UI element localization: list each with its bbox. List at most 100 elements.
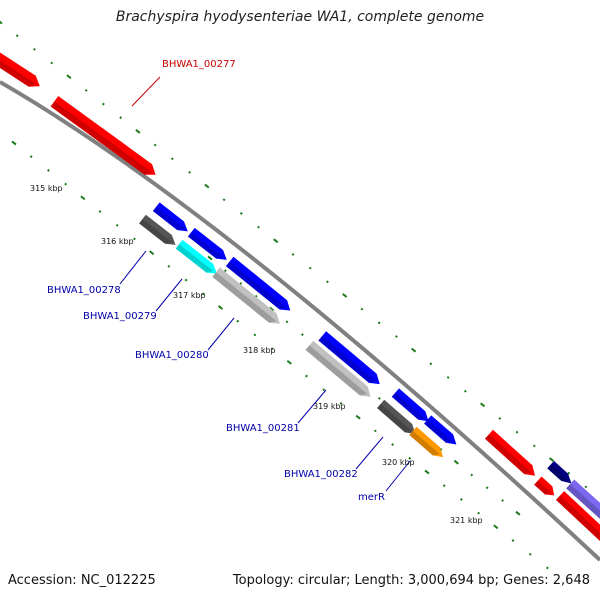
kbp-tick-label: 321 kbp bbox=[450, 516, 483, 525]
gene-BHWA1_00282[interactable] bbox=[377, 399, 419, 438]
track-dot bbox=[377, 321, 381, 325]
gene-navy-arrow[interactable] bbox=[547, 460, 574, 487]
track-dot bbox=[222, 198, 226, 202]
gene-blue-d-arrow[interactable] bbox=[318, 331, 383, 388]
track-dot bbox=[29, 155, 33, 159]
track-dot bbox=[269, 306, 275, 312]
gene-merR[interactable] bbox=[409, 426, 446, 462]
track-dot bbox=[257, 225, 260, 229]
gene-BHWA1_00276-arrow[interactable] bbox=[0, 52, 43, 91]
track-dot bbox=[253, 333, 257, 337]
gene-BHWA1_00278-arrow[interactable] bbox=[139, 214, 179, 250]
gene-BHWA1_00276-shade bbox=[0, 57, 37, 87]
gene-BHWA1_00279[interactable] bbox=[175, 239, 221, 278]
track-dot bbox=[149, 250, 155, 256]
track-dot bbox=[286, 359, 292, 365]
gene-red-right-a-arrow[interactable] bbox=[484, 429, 539, 480]
gene-label[interactable]: BHWA1_00277 bbox=[162, 59, 236, 70]
gene-violet-arrow[interactable] bbox=[566, 479, 600, 521]
gene-label[interactable]: merR bbox=[358, 492, 385, 503]
gene-BHWA1_00281-arrow[interactable] bbox=[305, 340, 375, 402]
gene-BHWA1_00282-arrow[interactable] bbox=[377, 399, 419, 438]
gene-BHWA1_00277[interactable] bbox=[50, 96, 160, 180]
gene-blue-c-shade bbox=[225, 261, 287, 310]
track-dot bbox=[239, 212, 243, 215]
gene-blue-f[interactable] bbox=[424, 415, 460, 448]
track-dot bbox=[305, 374, 308, 378]
track-dot bbox=[584, 485, 588, 489]
gene-label[interactable]: BHWA1_00281 bbox=[226, 423, 300, 434]
track-dot bbox=[15, 34, 19, 38]
track-dot bbox=[119, 116, 123, 120]
track-dot bbox=[453, 459, 459, 465]
gene-BHWA1_00280-arrow[interactable] bbox=[212, 267, 283, 329]
gene-BHWA1_00279-shade bbox=[175, 244, 214, 273]
gene-BHWA1_00280[interactable] bbox=[212, 267, 283, 329]
kbp-tick-label: 316 kbp bbox=[101, 237, 134, 246]
gene-blue-e[interactable] bbox=[391, 388, 432, 425]
track-dot bbox=[236, 319, 240, 323]
gene-red-right-c-arrow[interactable] bbox=[555, 491, 600, 541]
track-dot bbox=[223, 269, 227, 273]
track-dot bbox=[395, 335, 398, 338]
track-dot bbox=[339, 402, 343, 405]
gene-blue-c-arrow[interactable] bbox=[225, 256, 294, 315]
gene-BHWA1_00278-shade bbox=[139, 219, 173, 244]
gene-violet[interactable] bbox=[566, 479, 600, 521]
track-dot bbox=[184, 278, 188, 282]
gene-blue-d[interactable] bbox=[318, 331, 383, 388]
gene-blue-b-arrow[interactable] bbox=[187, 227, 230, 264]
gene-BHWA1_00281[interactable] bbox=[305, 340, 375, 402]
gene-red-right-c[interactable] bbox=[555, 491, 600, 541]
gene-BHWA1_00279-arrow[interactable] bbox=[175, 239, 221, 278]
gene-red-right-a[interactable] bbox=[484, 429, 539, 480]
gene-BHWA1_00278[interactable] bbox=[139, 214, 179, 250]
gene-navy[interactable] bbox=[547, 460, 574, 487]
kbp-tick-label: 317 kbp bbox=[173, 291, 206, 300]
track-dot bbox=[285, 320, 289, 324]
track-dot bbox=[360, 307, 364, 311]
gene-label[interactable]: BHWA1_00280 bbox=[135, 350, 209, 361]
gene-blue-e-arrow[interactable] bbox=[391, 388, 432, 425]
track-dot bbox=[167, 264, 171, 268]
gene-label[interactable]: BHWA1_00282 bbox=[284, 469, 358, 480]
track-dot bbox=[47, 169, 50, 172]
track-dot bbox=[501, 499, 504, 502]
gene-BHWA1_00276[interactable] bbox=[0, 52, 43, 91]
gene-navy-shade bbox=[547, 464, 569, 482]
gene-label[interactable]: BHWA1_00278 bbox=[47, 285, 121, 296]
gene-blue-c[interactable] bbox=[225, 256, 294, 315]
track-dot bbox=[201, 292, 205, 296]
track-dot bbox=[273, 238, 279, 244]
track-dot bbox=[485, 486, 489, 490]
kbp-tick-label: 315 kbp bbox=[30, 184, 63, 193]
gene-red-right-b[interactable] bbox=[534, 476, 558, 500]
track-dot bbox=[207, 255, 213, 261]
track-dot bbox=[442, 484, 446, 488]
gene-blue-b[interactable] bbox=[187, 227, 230, 264]
gene-BHWA1_00281-shade bbox=[305, 345, 368, 396]
track-dot bbox=[64, 182, 68, 186]
gene-merR-arrow[interactable] bbox=[409, 426, 446, 462]
track-dot bbox=[470, 473, 474, 477]
gene-red-right-b-arrow[interactable] bbox=[534, 476, 558, 500]
track-dot bbox=[217, 305, 224, 310]
leader-line bbox=[155, 278, 183, 312]
gene-red-right-c-shade bbox=[555, 495, 600, 541]
gene-blue-a[interactable] bbox=[152, 202, 191, 235]
track-dot bbox=[493, 524, 499, 530]
leader-line bbox=[119, 250, 147, 285]
gene-blue-f-arrow[interactable] bbox=[424, 415, 460, 448]
gene-blue-a-arrow[interactable] bbox=[152, 202, 191, 235]
track-dot bbox=[66, 74, 72, 80]
track-dot bbox=[84, 88, 88, 92]
track-dot bbox=[115, 223, 119, 227]
track-dot bbox=[11, 140, 17, 146]
track-dot bbox=[291, 253, 295, 256]
gene-label[interactable]: BHWA1_00279 bbox=[83, 311, 157, 322]
track-dot bbox=[567, 471, 571, 475]
gene-BHWA1_00277-arrow[interactable] bbox=[50, 96, 160, 180]
track-dot bbox=[133, 237, 136, 241]
leader-line bbox=[355, 436, 384, 470]
